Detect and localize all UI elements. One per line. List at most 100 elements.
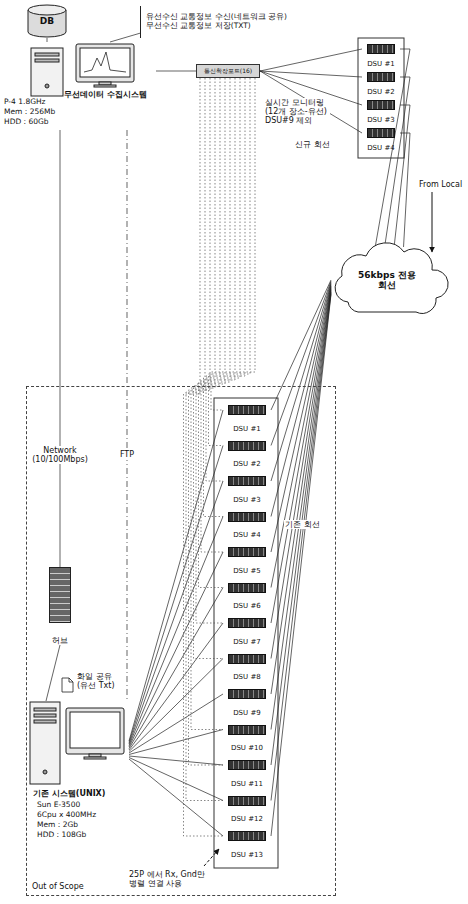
power-button: [45, 84, 49, 88]
node-text: DSU #1: [233, 425, 261, 433]
monitor-base: [84, 757, 106, 759]
dsu-unit: DSU #11: [223, 760, 271, 788]
old-monitor: [66, 708, 124, 759]
connector-line: [204, 78, 241, 517]
spec-text: Sun E-3500: [37, 801, 80, 810]
spec-text: HDD : 60Gb: [4, 118, 49, 127]
connector-line: [129, 552, 223, 747]
network-cloud: 56kbps 전용회선: [328, 240, 446, 320]
node-text: DSU #3: [233, 496, 261, 504]
connector-line: [271, 287, 331, 623]
node-text: 유선수신 교통정보 수신(네트워크 공유): [146, 13, 287, 22]
node-text: 허브: [52, 636, 68, 645]
connector-line: [47, 38, 48, 42]
connector-line: [46, 645, 60, 701]
note-label: 화일 공유 (유선 Txt): [76, 672, 124, 690]
connector-label: FTP: [119, 450, 135, 459]
node-text: DSU #1: [367, 60, 395, 68]
scope-region: Out of Scope 허브기존 시스템(UNIX)Sun E-35006Cpu…: [26, 386, 336, 896]
connector-line: [271, 288, 331, 658]
dsu-unit: DSU #12: [223, 796, 271, 824]
node-text: DSU #4: [367, 144, 395, 152]
spec-text: P-4 1.8GHz: [4, 98, 46, 107]
drive-bay: [34, 714, 56, 717]
drive-bay: [35, 59, 59, 62]
connector-line: [271, 294, 331, 836]
new-tower: [31, 48, 63, 96]
connector-line: [260, 71, 362, 133]
connector-line: [127, 130, 128, 701]
connector-line: [60, 130, 61, 567]
connector-line: [189, 78, 224, 765]
node-text: 무선수신 교통정보 저장(TXT): [146, 22, 251, 31]
node-text: DSU #2: [233, 460, 261, 468]
database-cylinder: DB: [27, 4, 67, 38]
node-text: DSU #3: [367, 116, 395, 124]
connector-line: [129, 446, 223, 743]
dsu-unit: DSU #4: [223, 512, 271, 540]
node-text: DSU #4: [233, 531, 261, 539]
spec-text: Mem : 2Gb: [37, 821, 78, 830]
connector-line: [394, 105, 410, 247]
dsu-unit: DSU #13: [223, 831, 271, 859]
connector-line: [271, 284, 331, 517]
drive-bay: [34, 708, 56, 711]
connector-line: [129, 759, 223, 836]
dsu-rack: [214, 398, 278, 868]
connector-line: [211, 78, 255, 410]
note-label: 25P 에서 Rx, Gnd만 병렬 연결 사용: [128, 870, 214, 888]
node-text: DSU #11: [231, 780, 263, 788]
monitor-screen: [70, 712, 120, 748]
connector-line: [129, 517, 223, 746]
drive-bay: [34, 720, 56, 723]
system-name: 무선데이터 수집시스템: [64, 90, 147, 99]
collector-system: 무선데이터 수집시스템P-4 1.8GHzMem : 256MbHDD : 60…: [4, 42, 156, 130]
dsu-unit: DSU #7: [223, 618, 271, 646]
connector-line: [129, 694, 223, 753]
note-label: 기존 회선: [284, 520, 321, 529]
monitor-base: [94, 85, 116, 87]
connector-line: [129, 758, 223, 801]
note-label: From Local: [418, 180, 463, 189]
connector-line: [110, 33, 140, 42]
callout-box: 유선수신 교통정보 수신(네트워크 공유)무선수신 교통정보 저장(TXT): [140, 6, 291, 38]
connector-line: [271, 282, 331, 481]
connector-label: Network (10/100Mbps): [29, 446, 91, 464]
connector-line: [206, 78, 245, 481]
node-text: DB: [40, 16, 54, 26]
hub-device: 허브: [43, 567, 77, 645]
tower-case: [31, 48, 63, 96]
connector-line: [129, 588, 223, 749]
incoming-arrow: [432, 192, 433, 252]
dsu-unit: DSU #2: [223, 441, 271, 469]
connector-line: [271, 291, 331, 730]
connector-line: [271, 286, 331, 588]
node-text: DSU #9: [233, 709, 261, 717]
cloud-shape: [335, 243, 448, 314]
monitor-frame: [66, 708, 124, 754]
note-label: 신규 회선: [294, 140, 331, 149]
dsu-unit: DSU #4: [362, 128, 400, 152]
connector-line: [260, 71, 362, 105]
spec-text: 6Cpu x 400MHz: [37, 811, 96, 820]
connector-line: [186, 78, 223, 801]
connector-line: [191, 78, 223, 730]
node-text: DSU #6: [233, 602, 261, 610]
power-button: [43, 770, 47, 774]
file-icon: [62, 678, 73, 692]
connector-line: [271, 292, 331, 765]
legacy-system: 기존 시스템(UNIX)Sun E-35006Cpu x 400MHzMem :…: [29, 701, 129, 849]
dsu-unit: DSU #6: [223, 583, 271, 611]
connector-line: [199, 78, 231, 588]
monitor-frame: [76, 44, 134, 82]
connector-line: [129, 410, 223, 741]
dsu-rack: [358, 38, 404, 158]
node-text: Out of Scope: [32, 882, 84, 891]
connector-line: [129, 623, 223, 750]
drive-bay: [35, 53, 59, 56]
connector-line: [129, 730, 223, 755]
connector-line: [156, 71, 196, 72]
connector-line: [400, 133, 410, 247]
dsu-unit: DSU #1: [223, 405, 271, 433]
